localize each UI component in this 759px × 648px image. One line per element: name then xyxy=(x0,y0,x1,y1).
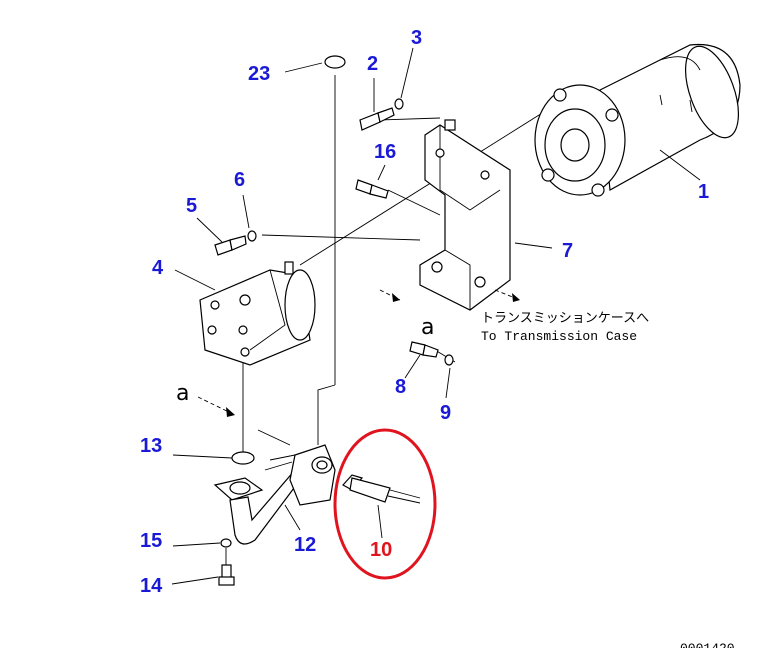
axis-lines xyxy=(225,75,556,575)
callout-16: 16 xyxy=(374,141,396,163)
callout-15: 15 xyxy=(140,530,162,552)
leader-lines xyxy=(171,47,701,585)
annotation-en: To Transmission Case xyxy=(481,329,637,344)
motor-assembly xyxy=(534,43,741,197)
callout-4: 4 xyxy=(152,257,164,279)
callout-12: 12 xyxy=(294,534,316,556)
callout-13: 13 xyxy=(140,435,162,457)
view-mark-a-top: a xyxy=(421,315,434,340)
bolt-and-washer-2-3 xyxy=(359,98,404,131)
callout-2: 2 xyxy=(367,53,378,75)
callout-6: 6 xyxy=(234,169,245,191)
pump xyxy=(199,261,316,366)
callout-1: 1 xyxy=(698,181,709,203)
callout-10: 10 xyxy=(370,539,392,561)
bolt-16 xyxy=(355,179,389,199)
view-arrows xyxy=(197,289,521,446)
o-ring-13 xyxy=(231,451,255,465)
callout-7: 7 xyxy=(562,240,573,262)
callout-23: 23 xyxy=(248,63,270,85)
callout-5: 5 xyxy=(186,195,197,217)
callout-9: 9 xyxy=(440,402,451,424)
bracket xyxy=(419,119,511,311)
annotation-jp: トランスミッションケースへ xyxy=(481,311,649,326)
bolt-14 xyxy=(218,564,235,586)
bolt-and-washer-5-6 xyxy=(214,230,257,256)
washer-15 xyxy=(220,538,232,548)
corner-code: 0001420 xyxy=(680,641,735,648)
callout-3: 3 xyxy=(411,27,422,49)
callout-14: 14 xyxy=(140,575,163,597)
sensor-10 xyxy=(342,474,421,504)
plug-23 xyxy=(324,55,346,69)
pipe-12 xyxy=(213,444,336,545)
callout-8: 8 xyxy=(395,376,406,398)
view-mark-a-left: a xyxy=(176,381,189,406)
highlight-circle xyxy=(333,428,437,580)
bolt-and-washer-8-9 xyxy=(409,341,454,366)
